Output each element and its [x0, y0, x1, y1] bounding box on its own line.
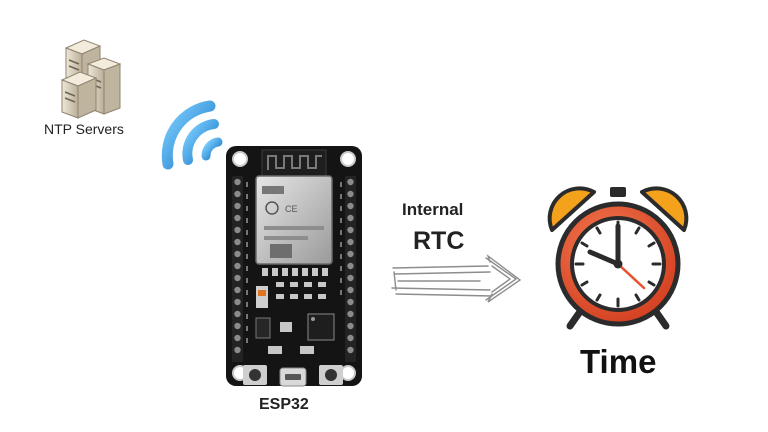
- boot-button: [319, 365, 343, 385]
- ntp-servers-icon: [62, 40, 120, 118]
- esp32-board: CE: [226, 146, 362, 386]
- wifi-signal-icon: [167, 106, 218, 164]
- time-label: Time: [580, 343, 656, 381]
- esp32-label: ESP32: [259, 396, 309, 414]
- internal-rtc-arrow: [392, 256, 520, 302]
- ntp-servers-label: NTP Servers: [44, 121, 124, 137]
- internal-label: Internal: [402, 200, 463, 220]
- alarm-clock-icon: [550, 187, 687, 326]
- en-button: [243, 365, 267, 385]
- micro-usb-port: [280, 368, 306, 386]
- rtc-label: RTC: [413, 227, 464, 256]
- svg-text:CE: CE: [285, 204, 298, 214]
- server-unit-front: [62, 72, 96, 118]
